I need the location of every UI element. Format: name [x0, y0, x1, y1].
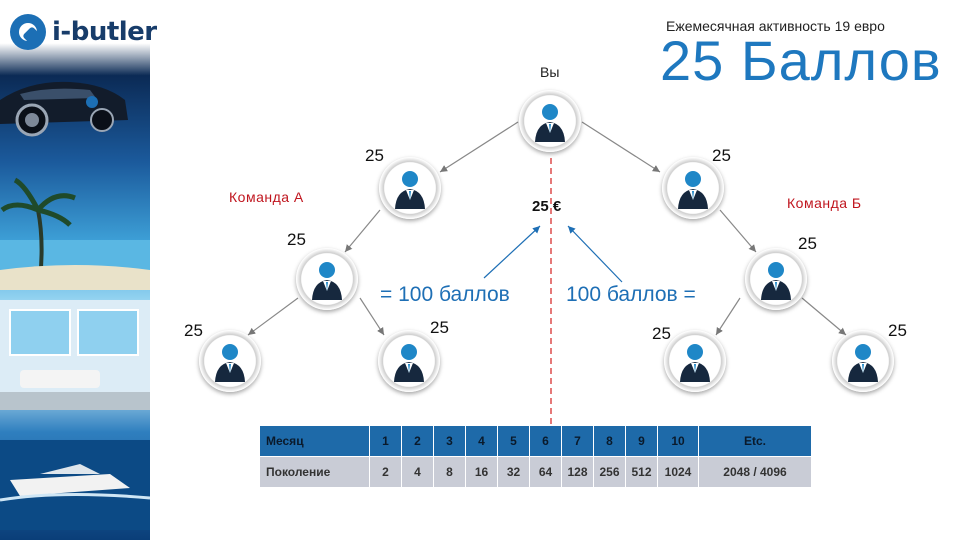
table-row-label: Поколение [259, 456, 370, 488]
table-cell: Etc. [698, 425, 812, 457]
person-icon [395, 171, 425, 209]
euro-label: 25 € [532, 198, 562, 215]
table-cell: 1024 [657, 456, 699, 488]
score-team-b: 25 [712, 146, 731, 165]
boat-image [0, 440, 150, 530]
table-cell: 512 [625, 456, 658, 488]
table-row-label: Месяц [259, 425, 370, 457]
table-cell: 3 [433, 425, 466, 457]
node-b-level3-right [832, 330, 894, 392]
table-row-generation: Поколение 2 4 8 16 32 64 128 256 512 102… [259, 456, 812, 488]
table-cell: 256 [593, 456, 626, 488]
person-icon [394, 344, 424, 382]
table-cell: 9 [625, 425, 658, 457]
connector-l2-left [247, 297, 299, 336]
person-icon [312, 262, 342, 300]
connector-root-left [439, 121, 519, 173]
score-b-level3-left: 25 [652, 324, 671, 343]
person-icon [535, 104, 565, 142]
table-cell: 8 [433, 456, 466, 488]
connector-b-right [719, 209, 757, 253]
side-banner [0, 0, 150, 540]
person-icon [848, 344, 878, 382]
person-icon [215, 344, 245, 382]
car-image [0, 81, 128, 137]
node-a-level2 [296, 248, 358, 310]
table-cell: 2 [369, 456, 402, 488]
score-b-level2: 25 [798, 234, 817, 253]
page-title: 25 Баллов [660, 29, 942, 92]
palm-image [0, 177, 150, 290]
node-team-b [662, 157, 724, 219]
right-points-label: 100 баллов = [566, 283, 696, 306]
score-b-level3-right: 25 [888, 321, 907, 340]
arrow-left-points [483, 225, 541, 279]
score-a-level2: 25 [287, 230, 306, 249]
table-cell: 6 [529, 425, 562, 457]
person-icon [680, 344, 710, 382]
table-row-month: Месяц 1 2 3 4 5 6 7 8 9 10 Etc. [259, 425, 812, 457]
table-cell: 4 [465, 425, 498, 457]
table-cell: 64 [529, 456, 562, 488]
connector-l2-inner-left [359, 297, 385, 336]
table-cell: 5 [497, 425, 530, 457]
table-cell: 4 [401, 456, 434, 488]
table-cell: 32 [497, 456, 530, 488]
connector-r2-inner [715, 297, 741, 336]
node-team-a [379, 157, 441, 219]
you-label: Вы [540, 64, 560, 80]
table-cell: 128 [561, 456, 594, 488]
table-cell: 2048 / 4096 [698, 456, 812, 488]
table-cell: 7 [561, 425, 594, 457]
left-points-label: = 100 баллов [380, 283, 510, 306]
arrow-right-points [567, 225, 623, 283]
team-b-label: Команда Б [787, 195, 862, 211]
connector-r2-right [801, 297, 847, 336]
logo-icon [10, 14, 46, 50]
table-cell: 1 [369, 425, 402, 457]
node-a-level3-left [199, 330, 261, 392]
node-you [519, 90, 581, 152]
table-cell: 16 [465, 456, 498, 488]
score-a-level3-right: 25 [430, 318, 449, 337]
team-a-label: Команда А [229, 189, 304, 205]
brand-name: i-butler [52, 17, 157, 47]
person-icon [678, 171, 708, 209]
brand-logo: i-butler [10, 14, 157, 50]
connector-a-left [344, 209, 381, 253]
generation-table: Месяц 1 2 3 4 5 6 7 8 9 10 Etc. Поколени… [259, 425, 812, 488]
monthly-activity-text: Ежемесячная активность 19 евро [666, 18, 885, 34]
interior-image [0, 300, 150, 410]
person-icon [761, 262, 791, 300]
score-team-a: 25 [365, 146, 384, 165]
table-cell: 8 [593, 425, 626, 457]
score-a-level3-left: 25 [184, 321, 203, 340]
table-cell: 10 [657, 425, 699, 457]
connector-root-right [581, 121, 661, 173]
node-b-level2 [745, 248, 807, 310]
table-cell: 2 [401, 425, 434, 457]
node-a-level3-right [378, 330, 440, 392]
node-b-level3-left [664, 330, 726, 392]
